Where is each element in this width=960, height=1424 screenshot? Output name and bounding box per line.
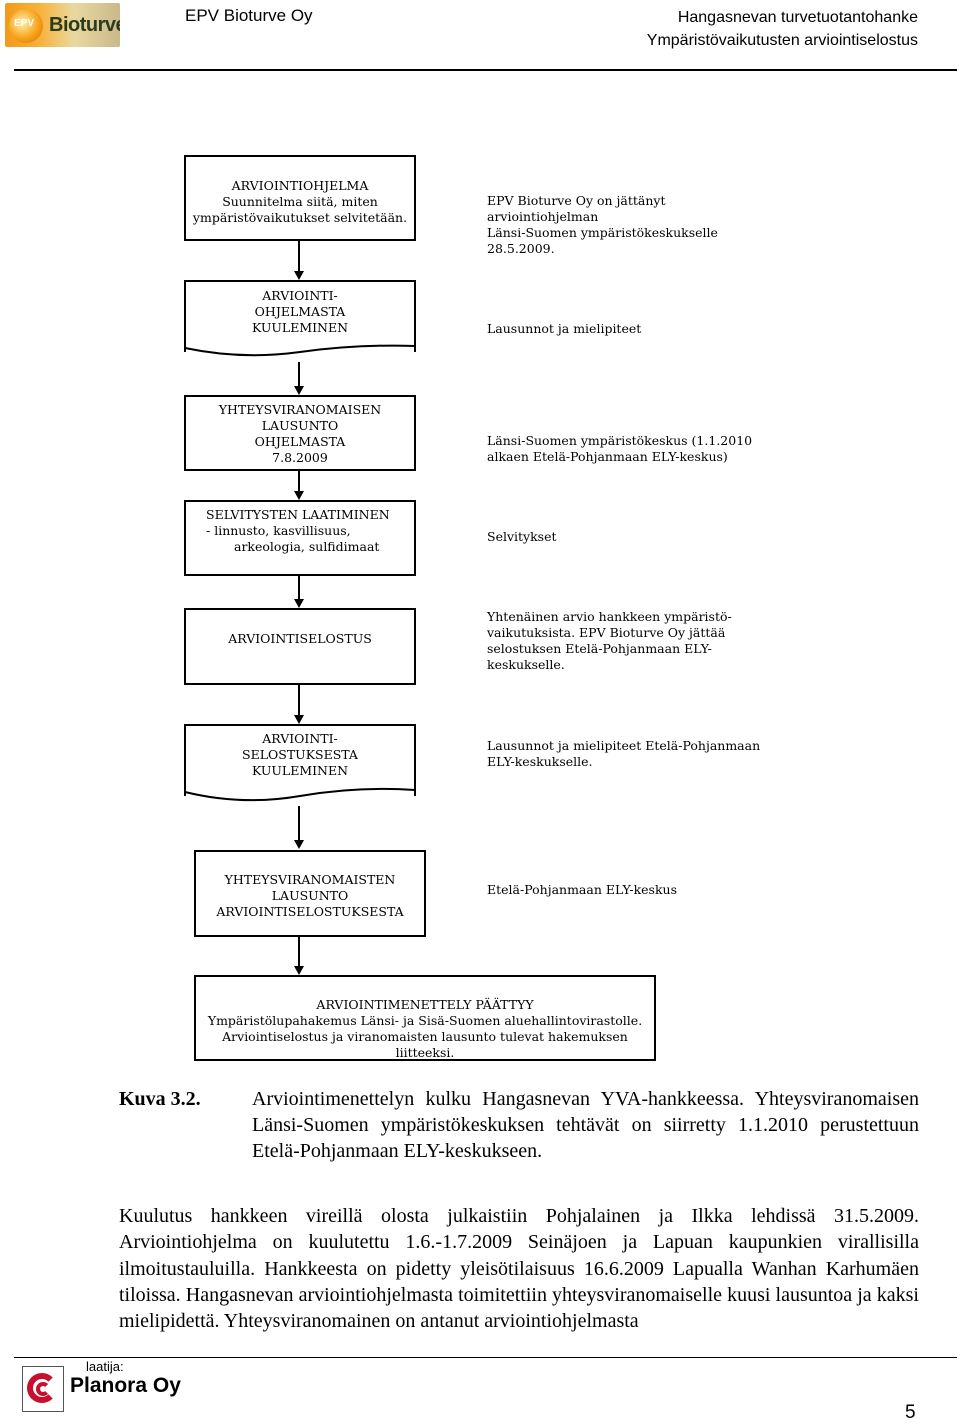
step-note-yhteysviranomaisten-lausunto: Etelä-Pohjanmaan ELY-keskus <box>487 882 677 898</box>
note-line: Etelä-Pohjanmaan ELY-keskus <box>487 882 678 897</box>
step-line: arkeologia, sulfidimaat <box>234 539 380 554</box>
step-note-selvitysten-laatiminen: Selvitykset <box>487 529 557 545</box>
step-line: SELVITYSTEN LAATIMINEN <box>206 507 390 522</box>
step-line: LAUSUNTO <box>271 888 349 903</box>
connector-1 <box>298 240 300 272</box>
caption-text: Arviointimenettelyn kulku Hangasnevan YV… <box>252 1088 919 1162</box>
step-box-selvitysten-laatiminen: SELVITYSTEN LAATIMINEN- linnusto, kasvil… <box>184 500 416 576</box>
step-box-arviointiselostus: ARVIOINTISELOSTUS <box>184 608 416 685</box>
footer-rule <box>14 1357 957 1358</box>
note-line: selostuksen Etelä-Pohjanmaan ELY- <box>487 641 712 656</box>
note-line: 28.5.2009. <box>487 241 555 256</box>
step-line: ARVIOINTI- <box>262 731 338 746</box>
step-line: Ympäristölupahakemus Länsi- ja Sisä-Suom… <box>207 1013 643 1028</box>
note-line: EPV Bioturve Oy on jättänyt <box>487 193 666 208</box>
step-line: OHJELMASTA <box>254 434 346 449</box>
connector-5 <box>298 685 300 716</box>
header-company: EPV Bioturve Oy <box>185 6 313 25</box>
step-line: KUULEMINEN <box>251 763 349 778</box>
step-line: 7.8.2009 <box>272 450 328 465</box>
arrowhead-5 <box>294 715 304 724</box>
note-line: Lausunnot ja mielipiteet Etelä-Pohjanmaa… <box>487 738 761 753</box>
note-line: Yhtenäinen arvio hankkeen ympäristö- <box>487 609 732 624</box>
step-line: LAUSUNTO <box>261 418 339 433</box>
page-number: 5 <box>905 1402 916 1423</box>
step-line: SELOSTUKSESTA <box>242 747 358 762</box>
arrowhead-1 <box>294 271 304 280</box>
arrowhead-6 <box>294 840 304 849</box>
header-rule <box>14 69 957 71</box>
logo-wordmark: Bioturve <box>49 14 120 36</box>
note-line: alkaen Etelä-Pohjanmaan ELY-keskus) <box>487 449 728 464</box>
step-line: ARVIOINTI- <box>262 288 338 303</box>
step-line: ARVIOINTISELOSTUKSESTA <box>216 904 404 919</box>
connector-6 <box>298 806 300 841</box>
step-line: ympäristövaikutukset selvitetään. <box>192 210 408 225</box>
step-note-selostus-kuuleminen: Lausunnot ja mielipiteet Etelä-Pohjanmaa… <box>487 738 760 770</box>
step-line: Arviointiselostus ja viranomaisten lausu… <box>222 1029 628 1060</box>
footer-label: laatija: <box>86 1359 124 1374</box>
connector-3 <box>298 470 300 492</box>
note-line: Selvitykset <box>487 529 557 544</box>
arrowhead-7 <box>294 966 304 975</box>
step-line: - linnusto, kasvillisuus, <box>206 523 351 538</box>
wave-edge-1 <box>184 344 416 357</box>
connector-4 <box>298 576 300 600</box>
step-note-ohjelma-kuuleminen: Lausunnot ja mielipiteet <box>487 321 641 337</box>
caption-label: Kuva 3.2. <box>119 1088 201 1110</box>
note-line: keskukselle. <box>487 657 565 672</box>
step-note-arviointiselostus: Yhtenäinen arvio hankkeen ympäristö-vaik… <box>487 609 732 673</box>
arrowhead-3 <box>294 491 304 500</box>
connector-2 <box>298 362 300 387</box>
note-line: Länsi-Suomen ympäristökeskukselle <box>487 225 718 240</box>
body-paragraph: Kuulutus hankkeen vireillä olosta julkai… <box>119 1205 919 1333</box>
note-line: vaikutuksista. EPV Bioturve Oy jättää <box>487 625 726 640</box>
note-line: Länsi-Suomen ympäristökeskus (1.1.2010 <box>487 433 753 448</box>
step-line: OHJELMASTA <box>254 304 346 319</box>
arrowhead-2 <box>294 386 304 395</box>
footer-company: Planora Oy <box>70 1374 181 1397</box>
header-doc-type: Ympäristövaikutusten arviointiselostus <box>646 32 918 49</box>
header-right: Hangasnevan turvetuotantohanke Ympäristö… <box>647 6 918 52</box>
step-line: ARVIOINTIMENETTELY PÄÄTTYY <box>316 997 534 1012</box>
step-line: YHTEYSVIRANOMAISTEN <box>224 872 396 887</box>
header-project: Hangasnevan turvetuotantohanke <box>677 9 918 26</box>
sun-icon: EPV <box>9 9 43 43</box>
step-line: ARVIOINTIOHJELMA <box>231 178 369 193</box>
connector-7 <box>298 936 300 967</box>
wave-edge-2 <box>184 787 416 802</box>
figure-caption: Kuva 3.2. Arviointimenettelyn kulku Hang… <box>119 1086 919 1164</box>
step-line: ARVIOINTISELOSTUS <box>228 631 372 646</box>
note-line: arviointiohjelman <box>487 209 599 224</box>
step-line: KUULEMINEN <box>251 320 349 335</box>
bioturve-logo: EPV Bioturve <box>5 3 120 47</box>
planora-logo-icon <box>22 1366 64 1412</box>
note-line: ELY-keskukselle. <box>487 754 593 769</box>
note-line: Lausunnot ja mielipiteet <box>487 321 642 336</box>
arrowhead-4 <box>294 599 304 608</box>
step-line: Suunnitelma siitä, miten <box>222 194 378 209</box>
step-line: YHTEYSVIRANOMAISEN <box>218 402 382 417</box>
